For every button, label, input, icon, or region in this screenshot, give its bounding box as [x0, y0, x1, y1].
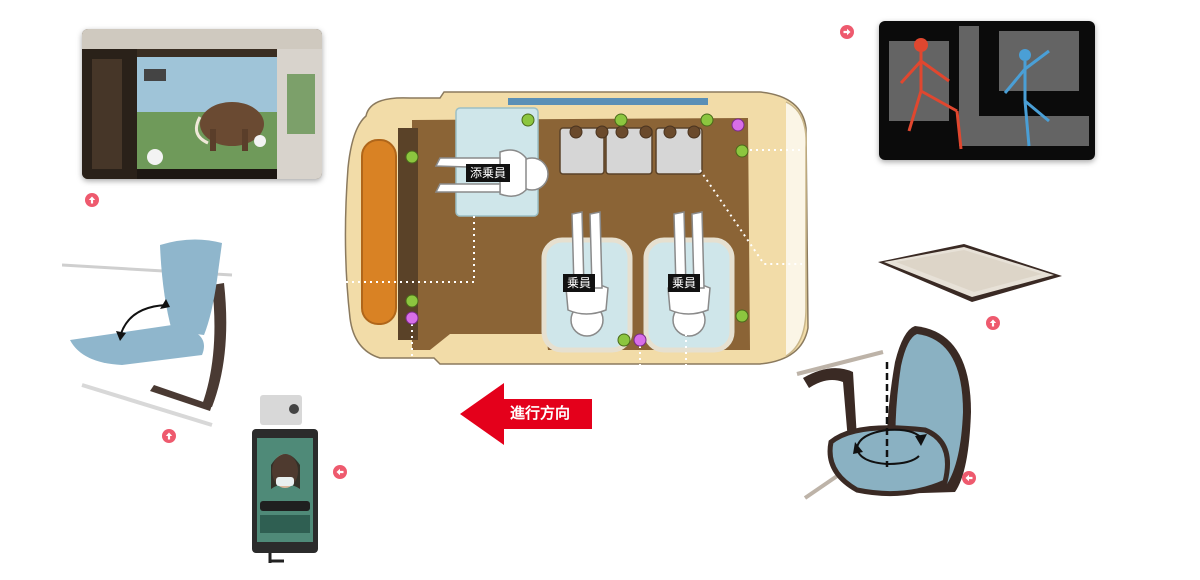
attendant-label: 添乗員	[466, 164, 511, 182]
direction-arrow	[460, 383, 592, 445]
face-recognition-terminal	[250, 393, 320, 565]
seat-rotation-illustration	[61, 235, 242, 430]
arrow-right-circle-icon	[840, 25, 854, 39]
arrow-left-circle-icon	[962, 471, 976, 485]
vehicle-floor-plan	[340, 88, 810, 373]
table-board-illustration	[876, 242, 1066, 304]
arrow-left-circle-icon	[333, 465, 347, 479]
swivel-seat-illustration	[795, 322, 985, 512]
vehicle-display-photo	[82, 29, 322, 179]
arrow-up-circle-icon	[162, 429, 176, 443]
passenger-label-2: 乗員	[668, 274, 701, 292]
arrow-up-circle-icon	[986, 316, 1000, 330]
direction-label: 進行方向	[510, 404, 571, 422]
pose-tracking-photo	[879, 21, 1095, 160]
arrow-up-circle-icon	[85, 193, 99, 207]
passenger-label-1: 乗員	[563, 274, 596, 292]
